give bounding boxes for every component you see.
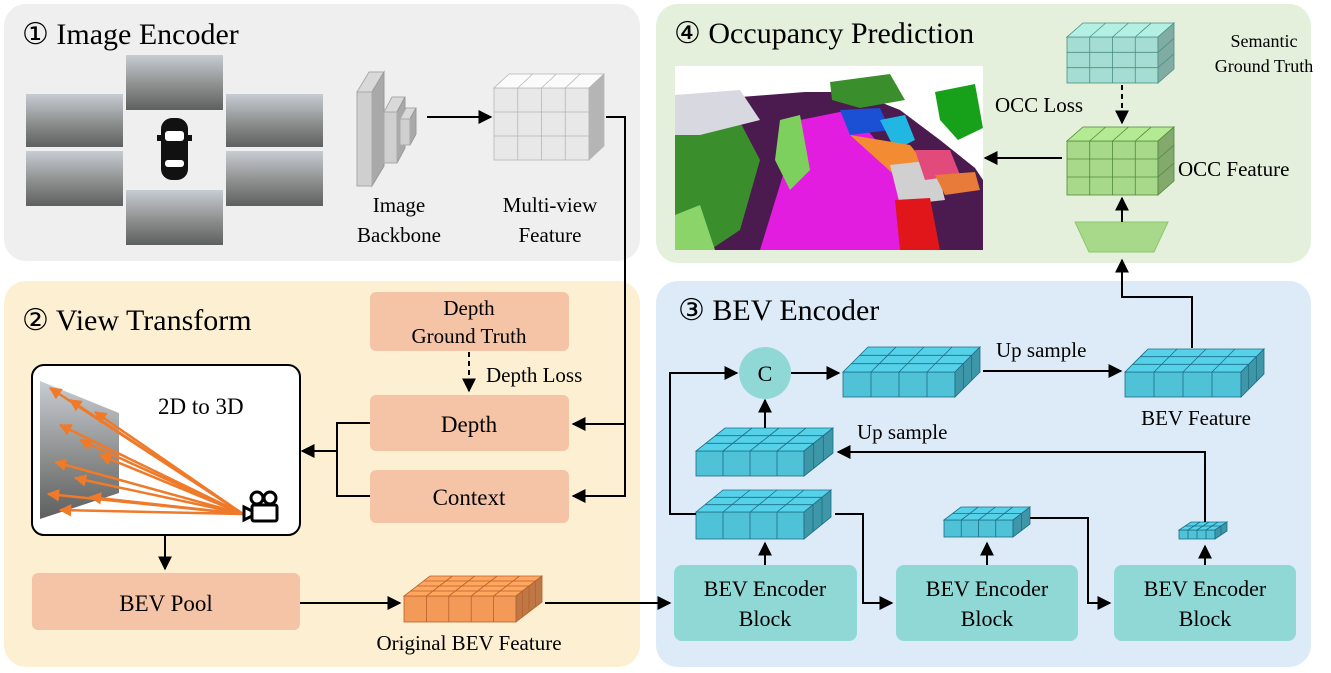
image-encoder-title: ① Image Encoder bbox=[22, 18, 239, 51]
multi-view-feature-label-2: Feature bbox=[519, 223, 582, 247]
camera-icon bbox=[242, 490, 279, 523]
view-transform-title: ② View Transform bbox=[22, 304, 252, 337]
bev-pool-box bbox=[32, 573, 300, 630]
lift-2d-to-3d-label: 2D to 3D bbox=[158, 394, 244, 419]
bev-encoder-block-3-label-2: Block bbox=[1179, 606, 1232, 631]
bev-encoder-block-1 bbox=[674, 565, 857, 641]
lift-depth-rays bbox=[46, 386, 244, 517]
up-sample-top-label: Up sample bbox=[996, 338, 1086, 362]
block-3-output-cube bbox=[1177, 521, 1229, 540]
camera-image-front-left bbox=[26, 94, 123, 147]
concat-label: C bbox=[758, 361, 773, 386]
arrow-upsample-from-block3 bbox=[836, 445, 1206, 522]
context-label: Context bbox=[433, 485, 506, 510]
image-backbone-label-2: Backbone bbox=[357, 223, 441, 247]
camera-image-front-right bbox=[226, 94, 323, 147]
arrow-feature-to-context bbox=[571, 424, 626, 503]
block-2-output-cube bbox=[942, 506, 1032, 538]
camera-image-back-right bbox=[226, 151, 323, 206]
original-bev-feature-cube bbox=[402, 575, 544, 623]
arrow-skip-to-concat bbox=[669, 366, 739, 515]
bev-encoder-title: ③ BEV Encoder bbox=[678, 294, 879, 327]
occ-loss-label: OCC Loss bbox=[995, 93, 1083, 117]
semantic-gt-label-2: Ground Truth bbox=[1215, 56, 1314, 76]
multi-view-camera-images bbox=[26, 55, 323, 245]
arrow-bev-feature-to-head bbox=[1115, 258, 1193, 348]
occupancy-head-trapezoid bbox=[1074, 221, 1169, 253]
occupancy-title: ④ Occupancy Prediction bbox=[674, 17, 974, 50]
bev-encoder-block-2-label-2: Block bbox=[961, 606, 1014, 631]
upsampled-cube bbox=[694, 427, 835, 477]
ego-car-icon bbox=[157, 118, 192, 180]
multi-view-feature-label-1: Multi-view bbox=[503, 193, 598, 217]
block-1-output-cube bbox=[694, 489, 833, 540]
camera-image-back-left bbox=[26, 151, 123, 206]
bev-feature-cube bbox=[1124, 348, 1265, 398]
semantic-ground-truth-cube bbox=[1065, 22, 1176, 84]
bev-encoder-block-3-label-1: BEV Encoder bbox=[1144, 576, 1267, 601]
depth-box bbox=[370, 395, 569, 451]
depth-loss-label: Depth Loss bbox=[486, 363, 582, 387]
concat-node bbox=[739, 347, 791, 399]
depth-ground-truth-label-2: Ground Truth bbox=[412, 324, 527, 348]
occupancy-prediction-render bbox=[675, 66, 983, 250]
arrow-block1-to-block2 bbox=[835, 513, 894, 610]
bev-feature-label: BEV Feature bbox=[1141, 406, 1251, 430]
up-sample-mid-label: Up sample bbox=[857, 420, 947, 444]
bev-pool-label: BEV Pool bbox=[119, 591, 213, 616]
context-box bbox=[370, 470, 569, 523]
camera-image-front bbox=[126, 55, 223, 110]
multi-view-feature-cube bbox=[492, 73, 606, 161]
depth-ground-truth-label-1: Depth bbox=[443, 296, 495, 320]
semantic-gt-label-1: Semantic bbox=[1231, 31, 1298, 51]
occ-feature-label: OCC Feature bbox=[1178, 157, 1289, 181]
depth-label: Depth bbox=[441, 412, 498, 437]
image-backbone-icon bbox=[356, 70, 417, 188]
bev-encoder-block-2-label-1: BEV Encoder bbox=[926, 576, 1049, 601]
bev-encoder-block-1-label-1: BEV Encoder bbox=[704, 576, 827, 601]
original-bev-feature-label: Original BEV Feature bbox=[376, 631, 561, 655]
concat-output-cube bbox=[842, 346, 981, 398]
occ-feature-cube bbox=[1065, 126, 1176, 196]
arrow-block2-to-block3 bbox=[1030, 517, 1112, 610]
bev-encoder-block-2 bbox=[896, 565, 1078, 641]
depth-ground-truth-box bbox=[370, 292, 569, 351]
bev-encoder-block-3 bbox=[1114, 565, 1296, 641]
image-backbone-label-1: Image bbox=[373, 193, 425, 217]
arrow-feature-to-depth bbox=[571, 116, 626, 431]
bev-encoder-block-1-label-2: Block bbox=[739, 606, 792, 631]
camera-image-back bbox=[126, 190, 223, 245]
